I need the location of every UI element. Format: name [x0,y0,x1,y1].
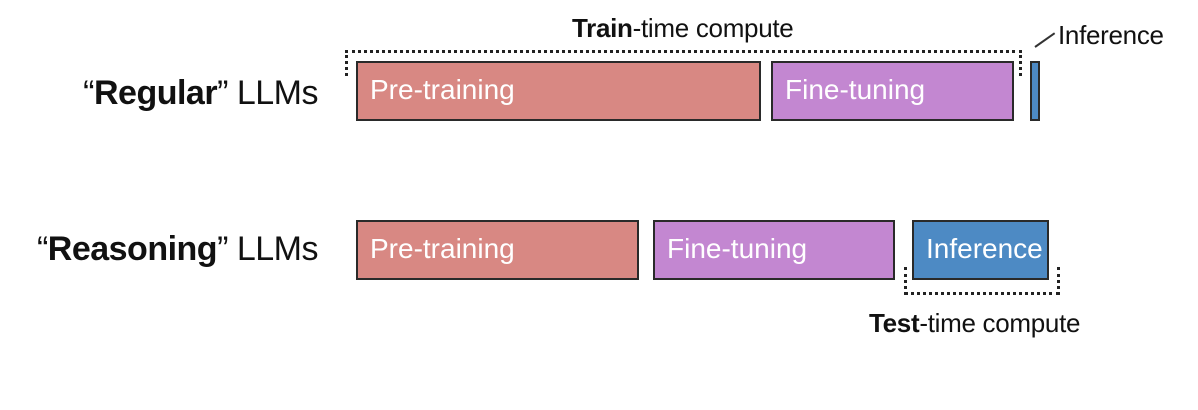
train-time-compute-label: Train-time compute [572,13,794,43]
reasoning-inference-bar: Inference [912,220,1049,280]
regular-label-bold: Regular [93,74,218,112]
train-time-rest: -time compute [632,13,794,43]
inference-leader-line [1034,32,1056,48]
train-time-bracket [345,50,1022,76]
test-time-bold: Test [869,308,920,338]
regular-llms-label: “Regular” LLMs [50,73,318,113]
regular-inference-label: Inference [1058,20,1164,50]
reasoning-quote-open: “ [36,230,48,268]
test-time-bracket [904,267,1060,295]
test-time-compute-label: Test-time compute [869,308,1080,338]
regular-pretraining-bar: Pre-training [356,61,761,121]
reasoning-label-rest: ” LLMs [217,230,318,268]
regular-label-rest: ” LLMs [217,74,318,112]
reasoning-llms-label: “Reasoning” LLMs [10,229,319,269]
regular-inference-bar [1030,61,1040,121]
reasoning-pretraining-bar: Pre-training [356,220,639,280]
regular-finetuning-bar: Fine-tuning [771,61,1014,121]
regular-quote-open: “ [83,74,94,112]
train-time-bold: Train [572,13,633,43]
reasoning-finetuning-bar: Fine-tuning [653,220,895,280]
test-time-rest: -time compute [919,308,1081,338]
reasoning-label-bold: Reasoning [47,230,218,268]
